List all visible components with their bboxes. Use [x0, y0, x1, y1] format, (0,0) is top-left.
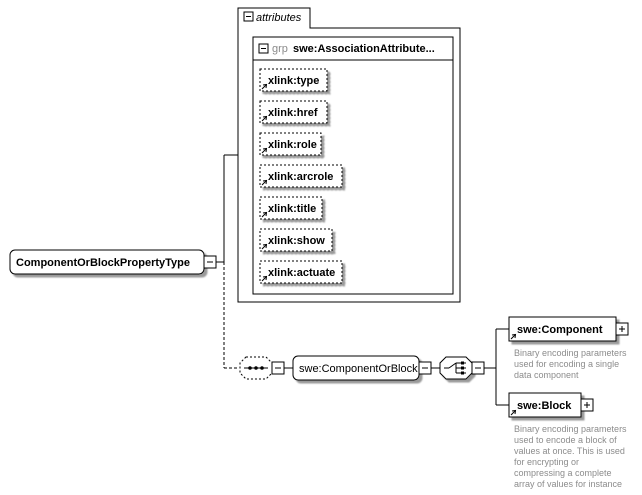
element-ref-collapse-icon[interactable]	[418, 361, 432, 375]
sequence-compositor[interactable]	[239, 356, 273, 380]
attribute-ref-arrow-icon	[261, 243, 268, 250]
attribute-ref-arrow-icon	[261, 115, 268, 122]
attribute-item[interactable]: xlink:arcrole	[259, 164, 343, 188]
attribute-item[interactable]: xlink:role	[259, 132, 322, 156]
choice-compositor[interactable]	[439, 356, 473, 380]
attribute-ref-arrow-icon	[261, 83, 268, 90]
attributes-label: attributes	[256, 12, 302, 24]
attribute-ref-arrow-icon	[261, 147, 268, 154]
component-label: swe:Component	[517, 324, 603, 336]
attribute-group-collapse-icon[interactable]	[258, 43, 269, 54]
root-element-label: ComponentOrBlockPropertyType	[16, 257, 190, 269]
root-collapse-icon[interactable]	[203, 255, 217, 269]
block-description: Binary encoding parameters used to encod…	[514, 424, 629, 489]
attributes-box: attributes grp swe:AssociationAttribute.…	[237, 7, 461, 303]
component-desc-line: data component	[514, 370, 579, 380]
attribute-item[interactable]: xlink:show	[259, 228, 333, 252]
component-expand-icon[interactable]	[615, 322, 629, 336]
block-desc-line: array of values for instance	[514, 479, 622, 489]
block-expand-icon[interactable]	[580, 398, 594, 412]
attribute-group-prefix: grp	[272, 43, 288, 55]
choice-target-component[interactable]: swe:Component	[508, 316, 617, 342]
component-ref-arrow-icon	[510, 333, 517, 340]
component-desc-line: used for encoding a single	[514, 359, 619, 369]
choice-connectors	[484, 328, 509, 406]
block-label: swe:Block	[517, 400, 572, 412]
attribute-ref-arrow-icon	[261, 211, 268, 218]
element-ref-label: swe:ComponentOrBlock	[299, 363, 418, 375]
attribute-item-label: xlink:title	[268, 203, 316, 215]
attribute-ref-arrow-icon	[261, 275, 268, 282]
attributes-collapse-icon[interactable]	[243, 11, 254, 22]
block-desc-line: Binary encoding parameters	[514, 424, 627, 434]
root-connectors	[216, 154, 239, 369]
block-ref-arrow-icon	[510, 409, 517, 416]
block-desc-line: used to encode a block of	[514, 435, 617, 445]
attribute-item-label: xlink:href	[268, 107, 318, 119]
block-desc-line: for encrypting or	[514, 457, 579, 467]
component-desc-line: Binary encoding parameters	[514, 348, 627, 358]
choice-collapse-icon[interactable]	[471, 361, 485, 375]
block-desc-line: compressing a complete	[514, 468, 612, 478]
block-desc-line: values at once. This is used	[514, 446, 625, 456]
attribute-item-label: xlink:role	[268, 139, 317, 151]
attribute-group-label: swe:AssociationAttribute...	[293, 43, 435, 55]
attribute-item-label: xlink:type	[268, 75, 319, 87]
attribute-item[interactable]: xlink:type	[259, 68, 328, 92]
component-description: Binary encoding parameters used for enco…	[514, 348, 629, 380]
sequence-collapse-icon[interactable]	[271, 361, 285, 375]
element-ref[interactable]: swe:ComponentOrBlock	[292, 355, 420, 381]
attribute-item[interactable]: xlink:href	[259, 100, 328, 124]
attribute-item-label: xlink:show	[268, 235, 325, 247]
attribute-item-label: xlink:actuate	[268, 267, 335, 279]
root-element[interactable]: ComponentOrBlockPropertyType	[9, 249, 205, 275]
attribute-list: xlink:type xlink:href xlink:role xlink:arcr…	[259, 68, 343, 284]
choice-target-block[interactable]: swe:Block	[508, 392, 582, 418]
attribute-ref-arrow-icon	[261, 179, 268, 186]
attribute-item[interactable]: xlink:title	[259, 196, 323, 220]
attribute-item-label: xlink:arcrole	[268, 171, 333, 183]
attribute-item[interactable]: xlink:actuate	[259, 260, 343, 284]
